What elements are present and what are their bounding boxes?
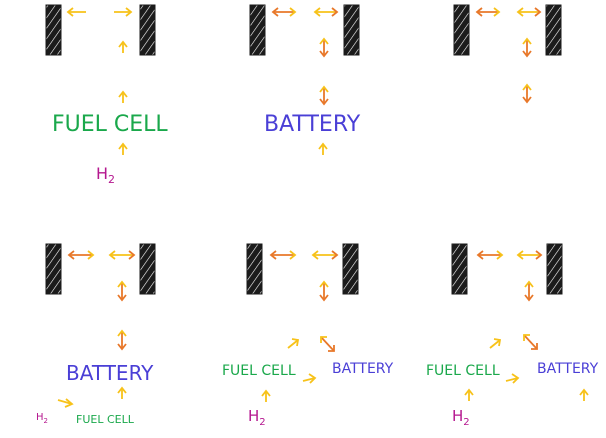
panel-fuel-cell-only: FUEL CELL H2: [0, 0, 202, 219]
up-arrow-icon: [117, 386, 127, 399]
fuel-cell-label: FUEL CELL: [76, 413, 134, 426]
panel-fuel-cell-battery-split: FUEL CELL BATTERY H2: [404, 219, 606, 438]
up-arrow-icon: [118, 40, 128, 53]
tire-icon: [45, 4, 62, 56]
up-arrow-icon: [118, 142, 128, 155]
tire-icon: [342, 243, 359, 295]
panel-3-graphics: [453, 4, 562, 104]
hydrogen-label: H2: [248, 409, 266, 428]
panel-4-graphics: [45, 243, 156, 408]
panel-battery-range-extender: BATTERY H2 FUEL CELL: [0, 219, 202, 438]
hydrogen-subscript: 2: [108, 173, 116, 187]
double-arrow-icon: [516, 7, 542, 17]
up-arrow-icon: [579, 388, 589, 401]
up-arrow-icon: [318, 142, 328, 155]
tire-icon: [451, 243, 468, 295]
tire-icon: [249, 4, 266, 56]
tire-icon: [139, 4, 156, 56]
double-arrow-icon: [311, 250, 339, 260]
up-arrow-icon: [261, 389, 271, 402]
double-arrow-icon: [522, 83, 532, 104]
hydrogen-symbol: H: [96, 164, 109, 183]
up-right-arrow-icon: [287, 338, 300, 349]
hydrogen-label: H2: [96, 164, 116, 187]
double-arrow-icon: [269, 250, 297, 260]
hydrogen-subscript: 2: [259, 417, 266, 428]
battery-label: BATTERY: [332, 361, 394, 377]
right-arrow-icon: [57, 398, 74, 408]
panel-1-graphics: [45, 4, 156, 155]
hydrogen-label: H2: [452, 409, 470, 428]
battery-label: BATTERY: [66, 361, 154, 385]
right-arrow-icon: [505, 373, 520, 384]
tire-icon: [45, 243, 62, 295]
left-arrow-icon: [66, 7, 86, 17]
double-arrow-icon: [476, 250, 504, 260]
tire-icon: [246, 243, 263, 295]
fuel-cell-label: FUEL CELL: [52, 112, 168, 137]
battery-label: BATTERY: [537, 361, 599, 377]
double-arrow-icon: [319, 37, 329, 58]
double-arrow-icon: [271, 7, 297, 17]
double-arrow-icon: [108, 250, 136, 260]
tire-icon: [546, 243, 563, 295]
double-arrow-icon: [524, 280, 534, 302]
right-arrow-icon: [302, 373, 317, 384]
right-arrow-icon: [114, 7, 133, 17]
tire-icon: [545, 4, 562, 56]
double-arrow-icon: [319, 85, 329, 106]
up-arrow-icon: [118, 90, 128, 103]
fuel-cell-label: FUEL CELL: [222, 363, 296, 379]
hydrogen-symbol: H: [452, 407, 464, 425]
double-arrow-icon: [523, 334, 538, 350]
battery-label: BATTERY: [264, 112, 361, 137]
hydrogen-symbol: H: [248, 407, 260, 425]
hydrogen-subscript: 2: [463, 417, 470, 428]
double-arrow-icon: [522, 37, 532, 58]
double-arrow-icon: [313, 7, 339, 17]
hydrogen-symbol: H: [36, 412, 44, 423]
panel-2-graphics: [249, 4, 360, 155]
up-right-arrow-icon: [489, 338, 502, 349]
fuel-cell-label: FUEL CELL: [426, 363, 500, 379]
panel-5-graphics: [246, 243, 359, 402]
tire-icon: [453, 4, 470, 56]
double-arrow-icon: [516, 250, 543, 260]
double-arrow-icon: [320, 336, 335, 352]
double-arrow-icon: [319, 280, 329, 302]
up-arrow-icon: [464, 388, 474, 401]
tire-icon: [343, 4, 360, 56]
double-arrow-icon: [117, 280, 127, 302]
panel-fuel-cell-plus-battery: FUEL CELL BATTERY H2: [202, 219, 404, 438]
hydrogen-label: H2: [36, 413, 48, 425]
panel-6-graphics: [451, 243, 589, 401]
panel-battery-only: BATTERY: [202, 0, 404, 219]
hydrogen-subscript: 2: [43, 417, 48, 425]
panel-regen-only: [404, 0, 606, 219]
double-arrow-icon: [117, 329, 127, 351]
double-arrow-icon: [67, 250, 95, 260]
double-arrow-icon: [475, 7, 501, 17]
tire-icon: [139, 243, 156, 295]
